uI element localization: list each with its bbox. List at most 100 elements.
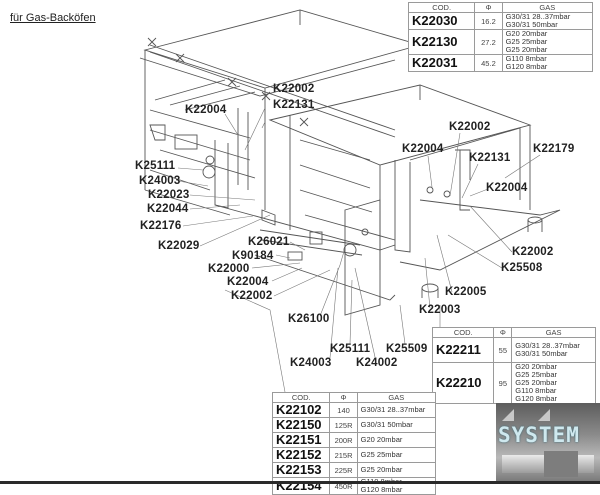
gas-line: G25 20mbar — [515, 378, 557, 387]
part-callout: K22002 — [449, 121, 491, 133]
gas-line: G25 20mbar — [505, 45, 548, 54]
diameter: 95 — [493, 362, 513, 404]
part-callout: K90184 — [232, 250, 274, 262]
burner-manifold — [147, 37, 396, 138]
part-code: K22150 — [271, 417, 331, 433]
system-logo-watermark: SYSTEM — [496, 403, 600, 481]
right-oven-frame — [268, 84, 561, 298]
part-callout: K24002 — [356, 357, 398, 369]
part-code: K22102 — [271, 402, 331, 418]
leader-lines — [177, 107, 541, 393]
part-code: K22030 — [407, 12, 476, 30]
part-code: K22153 — [271, 462, 331, 478]
gas-line: G20 20mbar — [505, 29, 548, 38]
gas-type: G25 25mbar — [356, 447, 437, 463]
col-header-phi: Φ — [493, 327, 513, 338]
col-header-cod: COD. — [431, 327, 495, 338]
page-title: für Gas-Backöfen — [10, 12, 96, 24]
diameter: 45.2 — [474, 54, 503, 72]
part-callout: K22029 — [158, 240, 200, 252]
gas-line: G25 20mbar — [360, 465, 403, 474]
part-callout: K22004 — [402, 143, 444, 155]
diameter: 140 — [329, 402, 358, 418]
part-callout: K22044 — [147, 203, 189, 215]
gas-line: G30/31 28..37mbar — [515, 341, 580, 350]
table-row: K22151 200R G20 20mbar — [271, 432, 437, 448]
part-code: K22152 — [271, 447, 331, 463]
part-code: K22211 — [431, 337, 495, 363]
gas-type: G30/31 50mbar — [356, 417, 437, 433]
gas-line: G20 20mbar — [515, 362, 557, 371]
gas-type: G20 20mbar — [356, 432, 437, 448]
gas-line: G120 8mbar — [505, 62, 548, 71]
part-callout: K25111 — [330, 343, 371, 355]
table-row: K22152 215R G25 25mbar — [271, 447, 437, 463]
part-callout: K22002 — [231, 290, 273, 302]
table-header-row: COD. Φ GAS — [271, 392, 437, 403]
part-callout: K25111 — [135, 160, 176, 172]
part-callout: K26100 — [288, 313, 330, 325]
part-callout: K24003 — [290, 357, 332, 369]
col-header-phi: Φ — [474, 2, 503, 13]
injector-table-top: COD. Φ GAS K22030 16.2 G30/31 28..37mbar… — [407, 2, 594, 72]
gas-line: G120 8mbar — [515, 394, 557, 403]
logo-triangle-shape — [502, 409, 514, 421]
col-header-gas: GAS — [501, 2, 594, 13]
part-callout: K26021 — [248, 236, 290, 248]
gas-line: G30/31 50mbar — [505, 20, 558, 29]
gas-line: G30/31 50mbar — [515, 349, 568, 358]
col-header-cod: COD. — [271, 392, 331, 403]
diameter: 125R — [329, 417, 358, 433]
part-callout: K22000 — [208, 263, 250, 275]
gas-type: G25 20mbar — [356, 462, 437, 478]
gas-type: G30/31 28..37mbar — [356, 402, 437, 418]
part-callout: K22131 — [273, 99, 315, 111]
part-code: K22031 — [407, 54, 476, 72]
part-callout: K22005 — [445, 286, 487, 298]
table-row: K22150 125R G30/31 50mbar — [271, 417, 437, 433]
part-callout: K22004 — [227, 276, 269, 288]
gas-line: G120 8mbar — [360, 485, 403, 494]
part-callout: K22176 — [140, 220, 182, 232]
logo-triangle-shape — [538, 409, 550, 421]
col-header-gas: GAS — [511, 327, 596, 338]
gas-line: G110 8mbar — [505, 54, 547, 63]
exploded-oven-drawing — [139, 9, 561, 393]
gas-line: G25 25mbar — [505, 37, 548, 46]
diameter: 16.2 — [474, 12, 503, 30]
part-callout: K22002 — [512, 246, 554, 258]
part-callout: K22002 — [273, 83, 315, 95]
diameter: 27.2 — [474, 29, 503, 55]
table-row: K22102 140 G30/31 28..37mbar — [271, 402, 437, 418]
table-header-row: COD. Φ GAS — [431, 327, 596, 338]
col-header-cod: COD. — [407, 2, 476, 13]
part-code: K22210 — [431, 362, 495, 404]
front-valve-panel — [214, 199, 396, 316]
diameter: 215R — [329, 447, 358, 463]
part-code: K22151 — [271, 432, 331, 448]
logo-text: SYSTEM — [498, 423, 580, 447]
gas-line: G20 20mbar — [360, 435, 403, 444]
gas-line: G25 25mbar — [515, 370, 557, 379]
gas-line: G30/31 28..37mbar — [505, 12, 571, 21]
bottom-border — [0, 481, 600, 484]
col-header-gas: GAS — [356, 392, 437, 403]
part-callout: K22004 — [486, 182, 528, 194]
diameter: 55 — [493, 337, 513, 363]
part-callout: K25508 — [501, 262, 543, 274]
diameter: 200R — [329, 432, 358, 448]
table-row: K22153 225R G25 20mbar — [271, 462, 437, 478]
gas-line: G30/31 28..37mbar — [360, 405, 426, 414]
logo-notch-shape — [544, 451, 578, 477]
part-callout: K22023 — [148, 189, 190, 201]
col-header-phi: Φ — [329, 392, 358, 403]
